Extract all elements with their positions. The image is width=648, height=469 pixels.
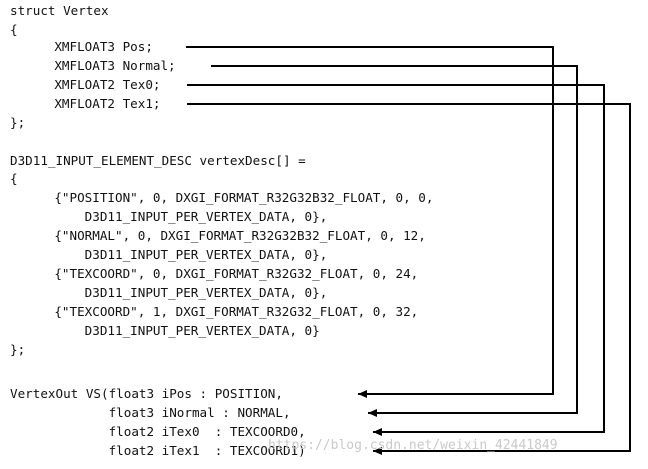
struct-member-pos: XMFLOAT3 Pos; — [24, 39, 153, 54]
connector-tex0 — [187, 84, 605, 436]
struct-member-tex1: XMFLOAT2 Tex1; — [24, 96, 161, 111]
layout-entry-normal: {"NORMAL", 0, DXGI_FORMAT_R32G32B32_FLOA… — [24, 228, 426, 243]
shader-param-normal: float3 iNormal : NORMAL, — [10, 405, 291, 420]
shader-param-tex0: float2 iTex0 : TEXCOORD0, — [10, 424, 306, 439]
layout-close-brace: }; — [10, 342, 26, 357]
layout-entry-texcoord0-cont: D3D11_INPUT_PER_VERTEX_DATA, 0}, — [24, 285, 328, 300]
layout-entry-position-cont: D3D11_INPUT_PER_VERTEX_DATA, 0}, — [24, 209, 328, 224]
layout-declaration: D3D11_INPUT_ELEMENT_DESC vertexDesc[] = — [10, 153, 306, 168]
layout-entry-normal-cont: D3D11_INPUT_PER_VERTEX_DATA, 0}, — [24, 247, 328, 262]
struct-member-tex0: XMFLOAT2 Tex0; — [24, 77, 161, 92]
connector-tex1 — [187, 103, 631, 455]
layout-entry-position: {"POSITION", 0, DXGI_FORMAT_R32G32B32_FL… — [24, 190, 434, 205]
layout-entry-texcoord1: {"TEXCOORD", 1, DXGI_FORMAT_R32G32_FLOAT… — [24, 304, 419, 319]
struct-close-brace: }; — [10, 115, 26, 130]
struct-member-normal: XMFLOAT3 Normal; — [24, 58, 176, 73]
struct-header: struct Vertex — [10, 3, 109, 18]
layout-entry-texcoord1-cont: D3D11_INPUT_PER_VERTEX_DATA, 0} — [24, 323, 320, 338]
watermark-text: https://blog.csdn.net/weixin_42441849 — [268, 438, 558, 453]
struct-open-brace: { — [10, 22, 18, 37]
connector-pos — [186, 46, 554, 398]
layout-open-brace: { — [10, 171, 18, 186]
shader-param-tex1: float2 iTex1 : TEXCOORD1) — [10, 443, 306, 458]
connector-normal — [211, 65, 578, 417]
shader-param-pos: VertexOut VS(float3 iPos : POSITION, — [10, 386, 283, 401]
layout-entry-texcoord0: {"TEXCOORD", 0, DXGI_FORMAT_R32G32_FLOAT… — [24, 266, 419, 281]
